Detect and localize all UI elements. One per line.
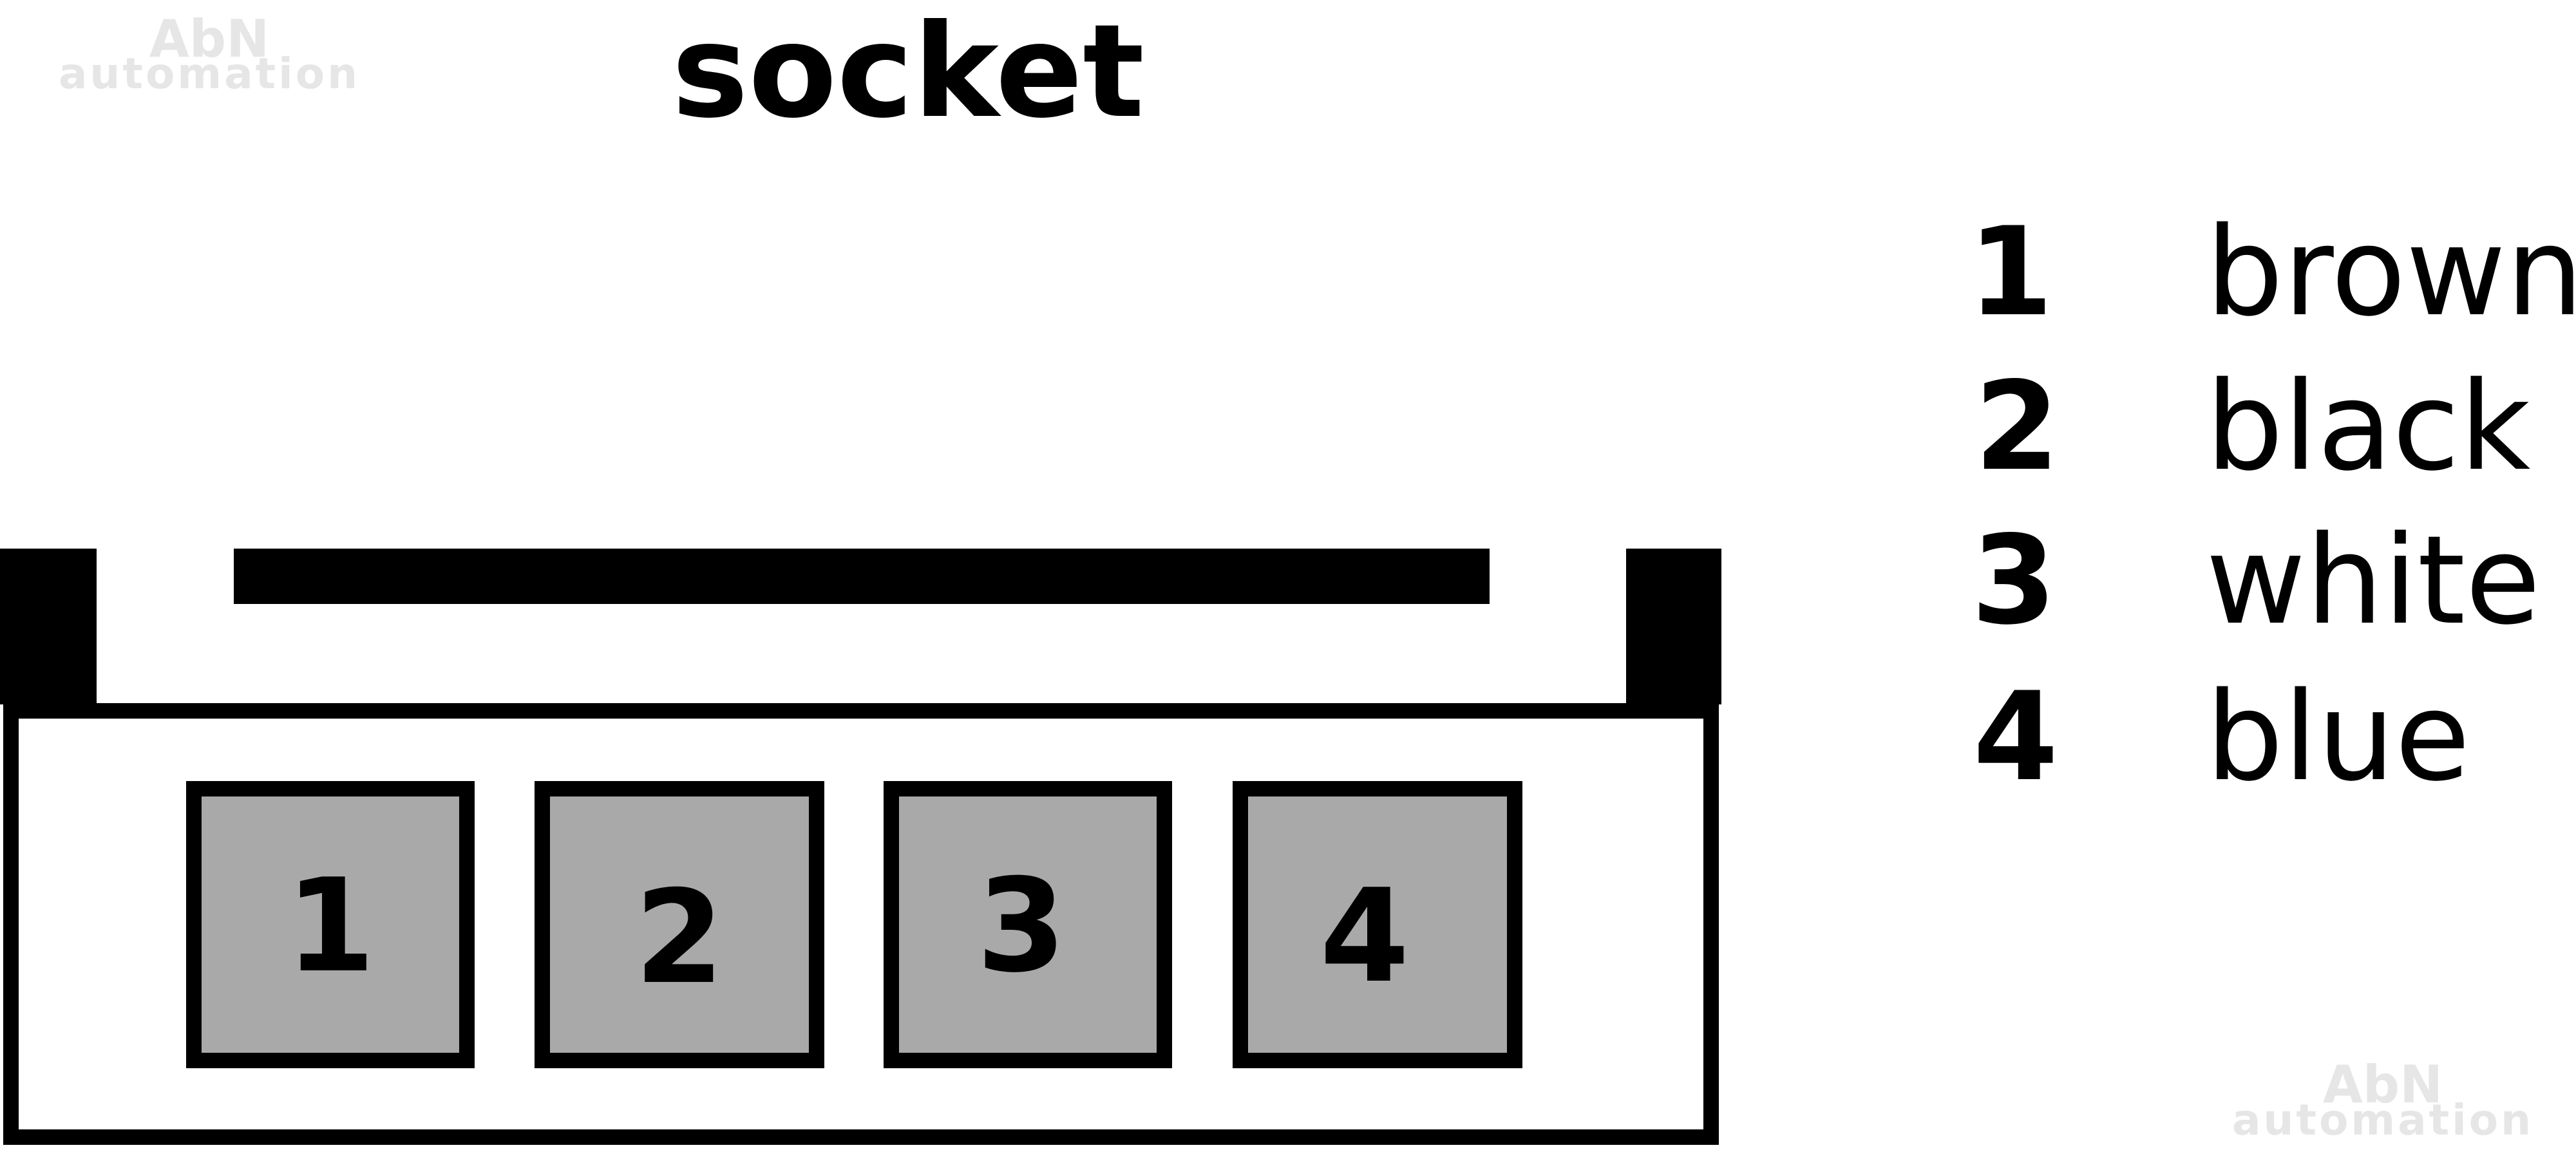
legend-label: white [2206,509,2541,652]
watermark-brand: AbN [149,9,269,69]
pin-contact [884,781,1172,1068]
socket-key-bar [234,549,1490,604]
wire-color-legend: 1 brown 2 black 3 white 4 blue [1968,201,2576,808]
pin-3: 3 [884,781,1172,1068]
pin-4: 4 [1233,781,1522,1068]
pin-contact [535,781,824,1068]
pin-number: 1 [285,851,375,1001]
socket-right-post [1626,549,1721,704]
legend-item-3: 3 white [1971,509,2541,652]
legend-number: 4 [1973,666,2058,808]
legend-item-4: 4 blue [1973,666,2470,808]
watermark-bottom-right: AbN automation [2232,1055,2533,1145]
legend-item-1: 1 brown [1968,201,2576,343]
pin-contact [1233,781,1522,1068]
pin-contact [186,781,475,1068]
legend-label: black [2206,355,2530,498]
pin-2: 2 [535,781,824,1068]
pin-number: 2 [634,863,724,1013]
socket-connector: 1 2 3 4 [0,549,1721,1145]
legend-label: brown [2206,201,2576,343]
legend-item-2: 2 black [1975,355,2530,498]
legend-number: 2 [1975,355,2060,498]
legend-number: 3 [1971,509,2056,652]
diagram-title: socket [672,0,1144,147]
watermark-brand: AbN [2323,1055,2443,1115]
watermark-top-left: AbN automation [59,9,360,99]
pin-number: 3 [976,851,1066,1001]
pin-1: 1 [186,781,475,1068]
legend-number: 1 [1968,201,2053,343]
legend-label: blue [2206,666,2470,808]
pin-number: 4 [1320,862,1409,1012]
watermark-subtitle: automation [59,49,360,99]
watermark-subtitle: automation [2232,1095,2533,1145]
socket-left-post [0,549,97,704]
